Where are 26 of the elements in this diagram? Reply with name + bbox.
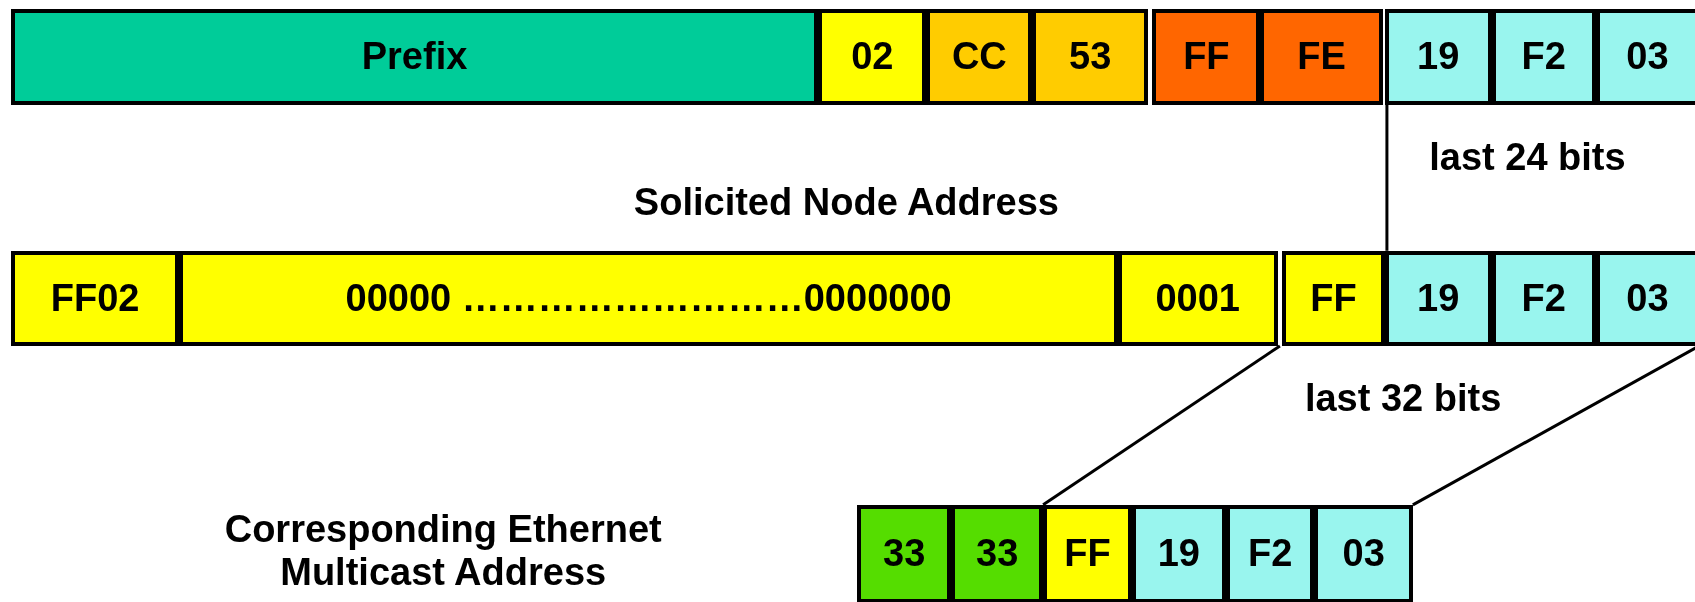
address-field-box: CC [926,8,1033,105]
address-field-box: FF [1152,8,1261,105]
address-field-box: F2 [1491,8,1596,105]
address-field-box: FE [1260,8,1383,105]
address-field-box: 19 [1384,250,1492,346]
address-field-box: 03 [1595,8,1695,105]
address-field-box: 03 [1314,504,1413,602]
address-field-box: 19 [1131,504,1226,602]
address-field-box: Prefix [10,8,819,105]
address-field-box: F2 [1491,250,1596,346]
address-field-box: 19 [1384,8,1492,105]
address-title: Solicited Node Address [633,180,1059,224]
address-field-box: 53 [1032,8,1148,105]
address-field-box: F2 [1225,504,1315,602]
bit-range-label: last 24 bits [1429,135,1626,179]
address-field-box: FF02 [10,250,180,346]
address-field-box: 0001 [1117,250,1278,346]
address-title: Corresponding Ethernet Multicast Address [223,508,663,595]
bit-range-label: last 32 bits [1304,376,1502,420]
address-field-box: FF [1043,504,1132,602]
address-field-box: 33 [857,504,952,602]
address-field-box: 02 [818,8,927,105]
address-field-box: 00000 ………………………0000000 [179,250,1118,346]
address-field-box: 33 [951,504,1044,602]
address-field-box: FF [1282,250,1385,346]
address-field-box: 03 [1595,250,1695,346]
